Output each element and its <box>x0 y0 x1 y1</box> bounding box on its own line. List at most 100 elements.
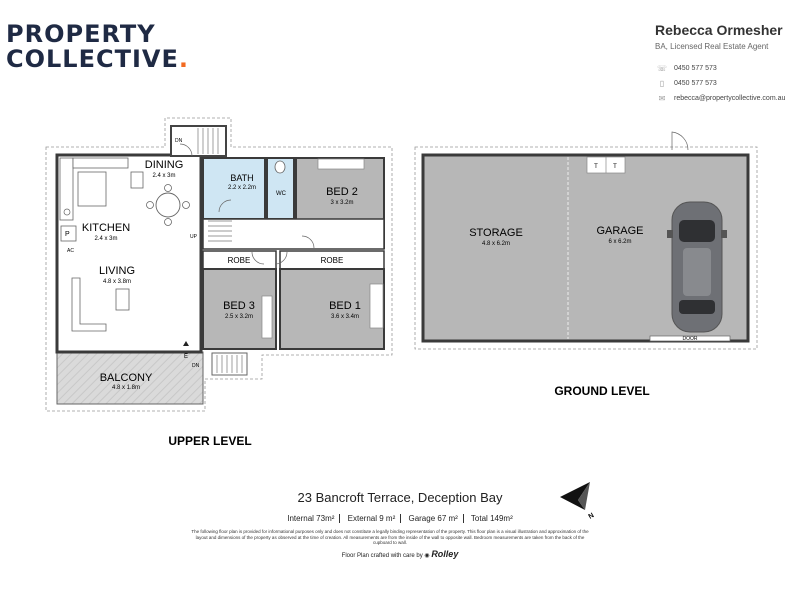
toilet-icon <box>274 160 286 174</box>
email-icon: ✉ <box>658 94 666 103</box>
balcony-area <box>56 351 204 405</box>
contact-phone-1[interactable]: ☏ 0450 577 573 <box>657 64 717 73</box>
bed2-dims: 3 x 3.2m <box>330 200 353 206</box>
agent-card: Rebecca Ormesher BA, Licensed Real Estat… <box>655 22 795 51</box>
kitchen-dims: 2.4 x 3m <box>94 236 117 242</box>
bed1-room <box>279 268 385 350</box>
pantry-label: P <box>65 231 70 238</box>
ac-label: AC <box>67 248 74 254</box>
car-icon <box>667 201 727 333</box>
agent-email: rebecca@propertycollective.com.au <box>674 95 786 102</box>
dining-label: DINING <box>145 159 184 171</box>
living-dims: 4.8 x 3.8m <box>103 279 131 285</box>
pantry-box <box>60 225 77 242</box>
compass-n: N <box>588 512 596 521</box>
brand-dot: . <box>178 45 190 73</box>
sink-icon <box>63 208 71 216</box>
stair-top-well <box>170 125 227 157</box>
internal-value: 73m² <box>316 514 335 523</box>
wc-label: WC <box>276 191 287 197</box>
property-address: 23 Bancroft Terrace, Deception Bay <box>297 490 503 505</box>
tub-label-1: T <box>594 164 598 170</box>
internal-label: Internal <box>287 514 314 523</box>
upper-boundary <box>45 117 393 412</box>
armchair-icon <box>115 288 130 311</box>
sofa-icon <box>71 277 107 332</box>
bed3-bed-icon <box>261 295 273 339</box>
total-label: Total <box>470 514 488 523</box>
bed1-label: BED 1 <box>329 300 361 312</box>
disclaimer-text: The following floor plan is provided for… <box>191 529 589 545</box>
contact-email[interactable]: ✉ rebecca@propertycollective.com.au <box>657 94 786 103</box>
bed1-bed-icon <box>369 283 384 329</box>
door-label: DOOR <box>683 336 698 342</box>
fridge-icon <box>130 171 144 189</box>
agent-name: Rebecca Ormesher <box>655 22 783 38</box>
dn-top-label: DN <box>175 138 183 144</box>
bed3-label: BED 3 <box>223 300 255 312</box>
bed2-bed-icon <box>317 158 365 170</box>
crafted-text: Floor Plan crafted with care by <box>341 553 423 559</box>
brand-line-1: PROPERTY <box>6 20 156 48</box>
door-arc-ground <box>671 131 689 151</box>
kitchen-bench-top <box>72 157 129 169</box>
door-arc-bed3 <box>251 251 265 265</box>
upper-level-plan: DINING 2.4 x 3m KITCHEN 2.4 x 3m LIVING … <box>45 117 393 448</box>
mobile-icon: ▯ <box>659 79 665 88</box>
balcony-dims: 4.8 x 1.8m <box>112 385 140 391</box>
garage-dims: 6 x 6.2m <box>608 239 631 245</box>
crafted-by: Floor Plan crafted with care by ◉ Rolley <box>0 549 800 559</box>
door-arc-bed1 <box>274 251 288 265</box>
external-label: External <box>347 514 377 523</box>
dn-bottom-label: DN <box>192 363 200 369</box>
door-arc-bed2 <box>301 235 315 249</box>
ground-level-heading: GROUND LEVEL <box>554 384 649 398</box>
garage-label: GARAGE <box>596 225 643 237</box>
brand-logo: PROPERTY COLLECTIVE. <box>6 22 189 72</box>
ground-boundary <box>414 146 758 350</box>
garage-door <box>649 335 731 342</box>
area-summary: Internal 73m² External 9 m² Garage 67 m²… <box>0 514 800 524</box>
stair-top <box>197 128 219 154</box>
robe-bed1-label: ROBE <box>321 256 344 265</box>
garage-area-value: 67 m² <box>437 514 458 523</box>
bed1-dims: 3.6 x 3.4m <box>331 314 359 320</box>
living-label: LIVING <box>99 265 135 277</box>
contact-phone-2[interactable]: ▯ 0450 577 573 <box>657 79 717 88</box>
door-arc-top <box>179 143 193 157</box>
brand-line-2: COLLECTIVE <box>6 45 179 73</box>
phone-icon: ☏ <box>657 64 668 73</box>
up-label: UP <box>190 234 198 240</box>
total-value: 149m² <box>490 514 513 523</box>
stair-bottom-well <box>211 352 248 376</box>
robe-bed3-label: ROBE <box>228 256 251 265</box>
hallway <box>202 218 385 250</box>
ground-level-plan: T T DOOR STORAGE 4.8 x 6.2m GARAGE 6 x 6… <box>414 131 758 398</box>
camera-icon: ◉ <box>424 553 430 559</box>
tub-label-2: T <box>613 164 617 170</box>
dining-chairs <box>146 184 190 226</box>
agent-phone-1: 0450 577 573 <box>674 65 717 72</box>
entry-label: E <box>184 354 188 360</box>
dining-table-icon <box>155 192 181 218</box>
storage-label: STORAGE <box>469 227 523 239</box>
door-arc-bath <box>218 199 232 213</box>
entry-arrow-icon <box>183 341 189 346</box>
kitchen-label: KITCHEN <box>82 222 130 234</box>
compass-icon: N <box>560 482 595 521</box>
kitchen-island <box>77 171 107 207</box>
agent-title: BA, Licensed Real Estate Agent <box>655 42 769 51</box>
bed3-dims: 2.5 x 3.2m <box>225 314 253 320</box>
bed2-label: BED 2 <box>326 186 358 198</box>
upper-level-heading: UPPER LEVEL <box>168 434 251 448</box>
rolley-brand: Rolley <box>431 549 459 559</box>
kitchen-bench <box>59 157 74 221</box>
bath-label: BATH <box>230 173 253 183</box>
agent-phone-2: 0450 577 573 <box>674 80 717 87</box>
external-value: 9 m² <box>379 514 396 523</box>
storage-dims: 4.8 x 6.2m <box>482 241 510 247</box>
garage-area-label: Garage <box>408 514 436 523</box>
stair-mid <box>208 220 232 242</box>
bath-dims: 2.2 x 2.2m <box>228 185 256 191</box>
